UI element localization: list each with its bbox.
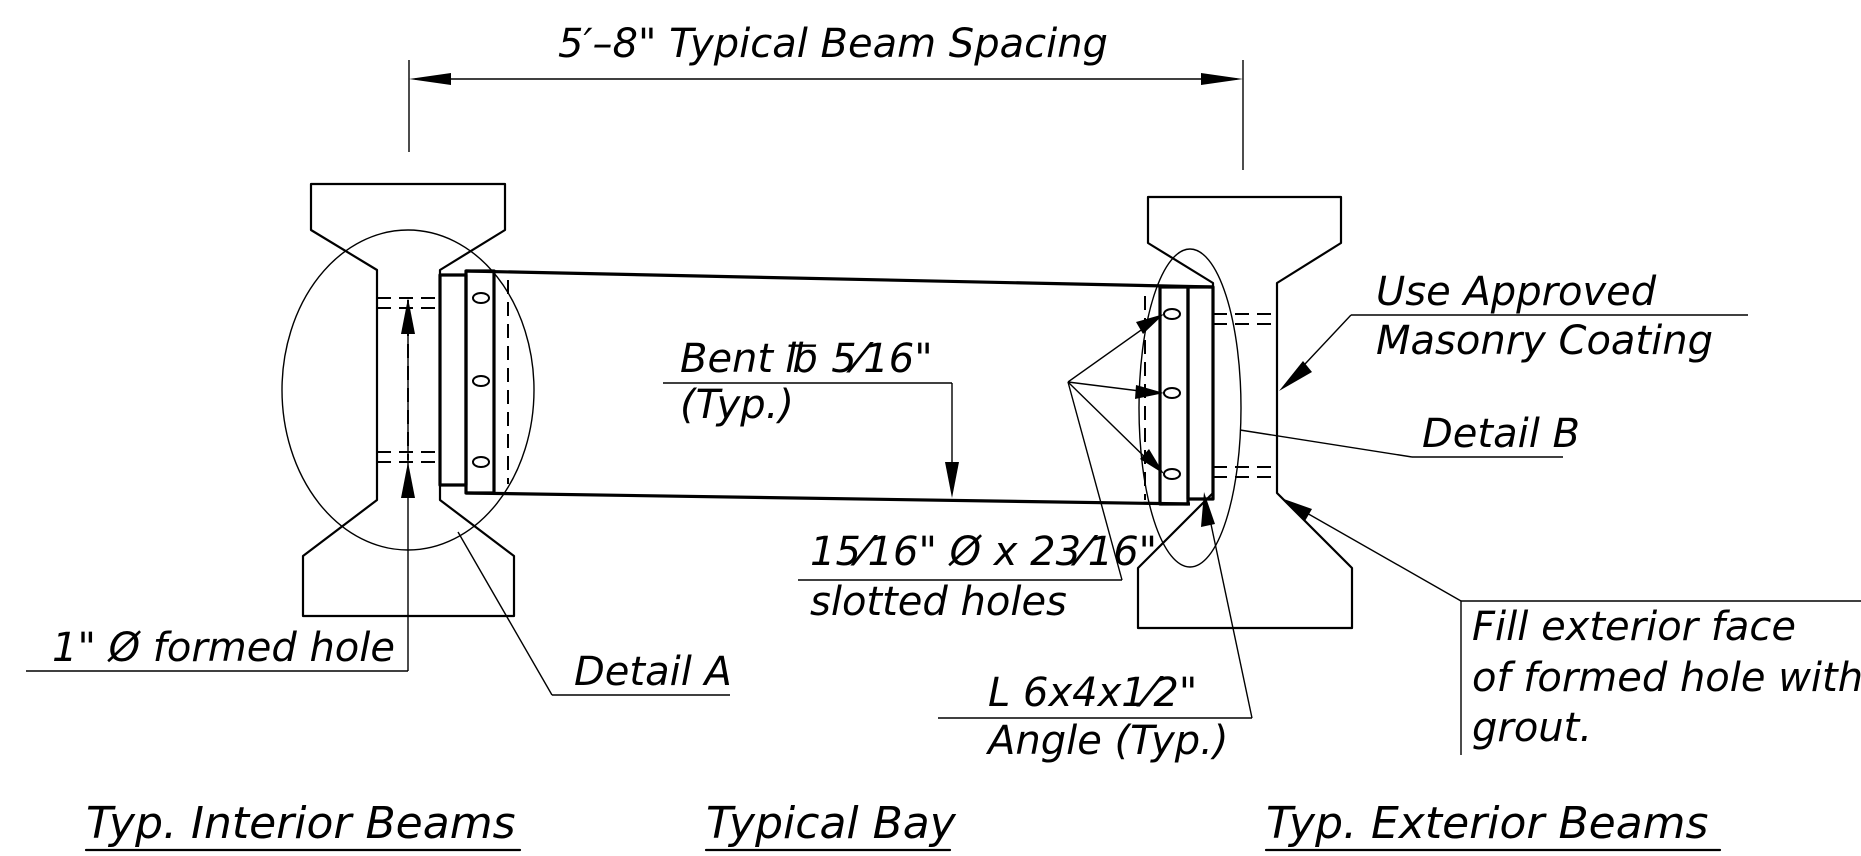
angle-callout: L 6x4x1⁄2" Angle (Typ.) [938,492,1253,764]
coating-arrow [1279,361,1312,391]
grout-label-3: grout. [1472,705,1592,751]
interior-beams-title: Typ. Interior Beams [86,798,516,849]
slotted-holes-callout: 15⁄16" Ø x 23⁄16" slotted holes [798,314,1164,625]
slotted-holes-arrow-bottom [1140,449,1164,474]
detail-b-callout: Detail B [1239,411,1580,458]
bent-plate-label: Bent ℔ 5⁄16" [680,336,933,382]
slotted-holes-arrow-mid [1135,385,1164,399]
slotted-hole-icon [472,456,490,468]
detail-a-callout: Detail A [457,531,732,696]
grout-label: Fill exterior face [1472,604,1796,650]
exterior-angle-plate [1158,285,1190,506]
grout-label-2: of formed hole with [1472,655,1861,701]
grout-callout: Fill exterior face of formed hole with g… [1281,498,1861,755]
slotted-holes-label: 15⁄16" Ø x 23⁄16" [810,529,1157,575]
grout-arrow [1281,498,1312,521]
bent-plate-typ-label: (Typ.) [680,382,794,428]
view-titles: Typ. Interior Beams Typical Bay Typ. Ext… [84,798,1722,852]
detail-a-leader [457,531,553,696]
coating-label-2: Masonry Coating [1376,318,1713,364]
bent-plate-bottom-edge [465,491,1191,506]
slotted-holes-arrow-top [1136,314,1164,334]
beam-spacing-label: 5′–8" Typical Beam Spacing [558,21,1108,67]
grout-leader [1297,507,1462,602]
detail-b-circle [1138,248,1242,568]
formed-hole-arrow-top [401,298,415,334]
typical-bay-title: Typical Bay [706,798,957,849]
coating-label: Use Approved [1376,269,1657,315]
angle-leader [1207,509,1253,719]
bent-plate-arrow [945,462,959,498]
detail-b-leader [1239,429,1413,458]
interior-beam-outline [301,182,516,618]
slotted-hole-icon [472,375,490,387]
bent-plate-callout: Bent ℔ 5⁄16" (Typ.) [663,336,959,498]
detail-b-label: Detail B [1422,411,1580,457]
angle-label: L 6x4x1⁄2" [988,670,1197,716]
formed-hole-callout: 1" Ø formed hole [26,298,415,672]
slotted-holes-leader-bottom [1067,381,1157,469]
coating-callout: Use Approved Masonry Coating [1279,269,1748,391]
beam-spacing-dimension: 5′–8" Typical Beam Spacing [408,21,1244,170]
slotted-hole-icon [1163,308,1181,320]
slotted-hole-icon [1163,387,1181,399]
slotted-holes-label-2: slotted holes [810,579,1067,625]
exterior-beam-outline [1136,195,1354,630]
bent-plate [465,269,1214,506]
angle-arrow [1201,492,1215,527]
angle-typ-label: Angle (Typ.) [985,718,1229,764]
exterior-beams-title: Typ. Exterior Beams [1266,798,1708,849]
slotted-hole-icon [472,292,490,304]
interior-angle-leg [438,273,468,487]
exterior-beam-section [1136,195,1354,630]
dimension-arrow-right [1201,73,1243,85]
formed-hole-label: 1" Ø formed hole [52,625,395,671]
bent-plate-top-edge [465,269,1214,289]
slotted-holes-leader [1067,381,1123,581]
formed-hole-arrow-bottom [401,462,415,498]
exterior-angle-leg [1186,285,1215,501]
detail-a-label: Detail A [574,649,732,695]
dimension-arrow-left [409,73,451,85]
slotted-hole-icon [1163,468,1181,480]
